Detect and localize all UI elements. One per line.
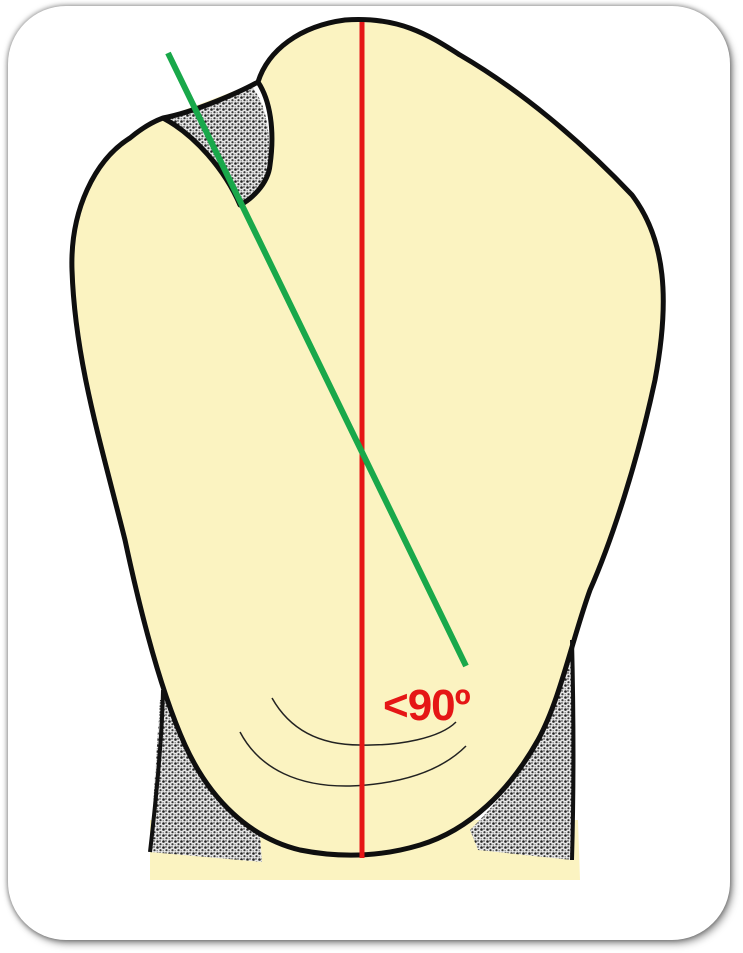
angle-label: <90º [383,684,470,728]
right-cervical-edge [572,640,574,860]
